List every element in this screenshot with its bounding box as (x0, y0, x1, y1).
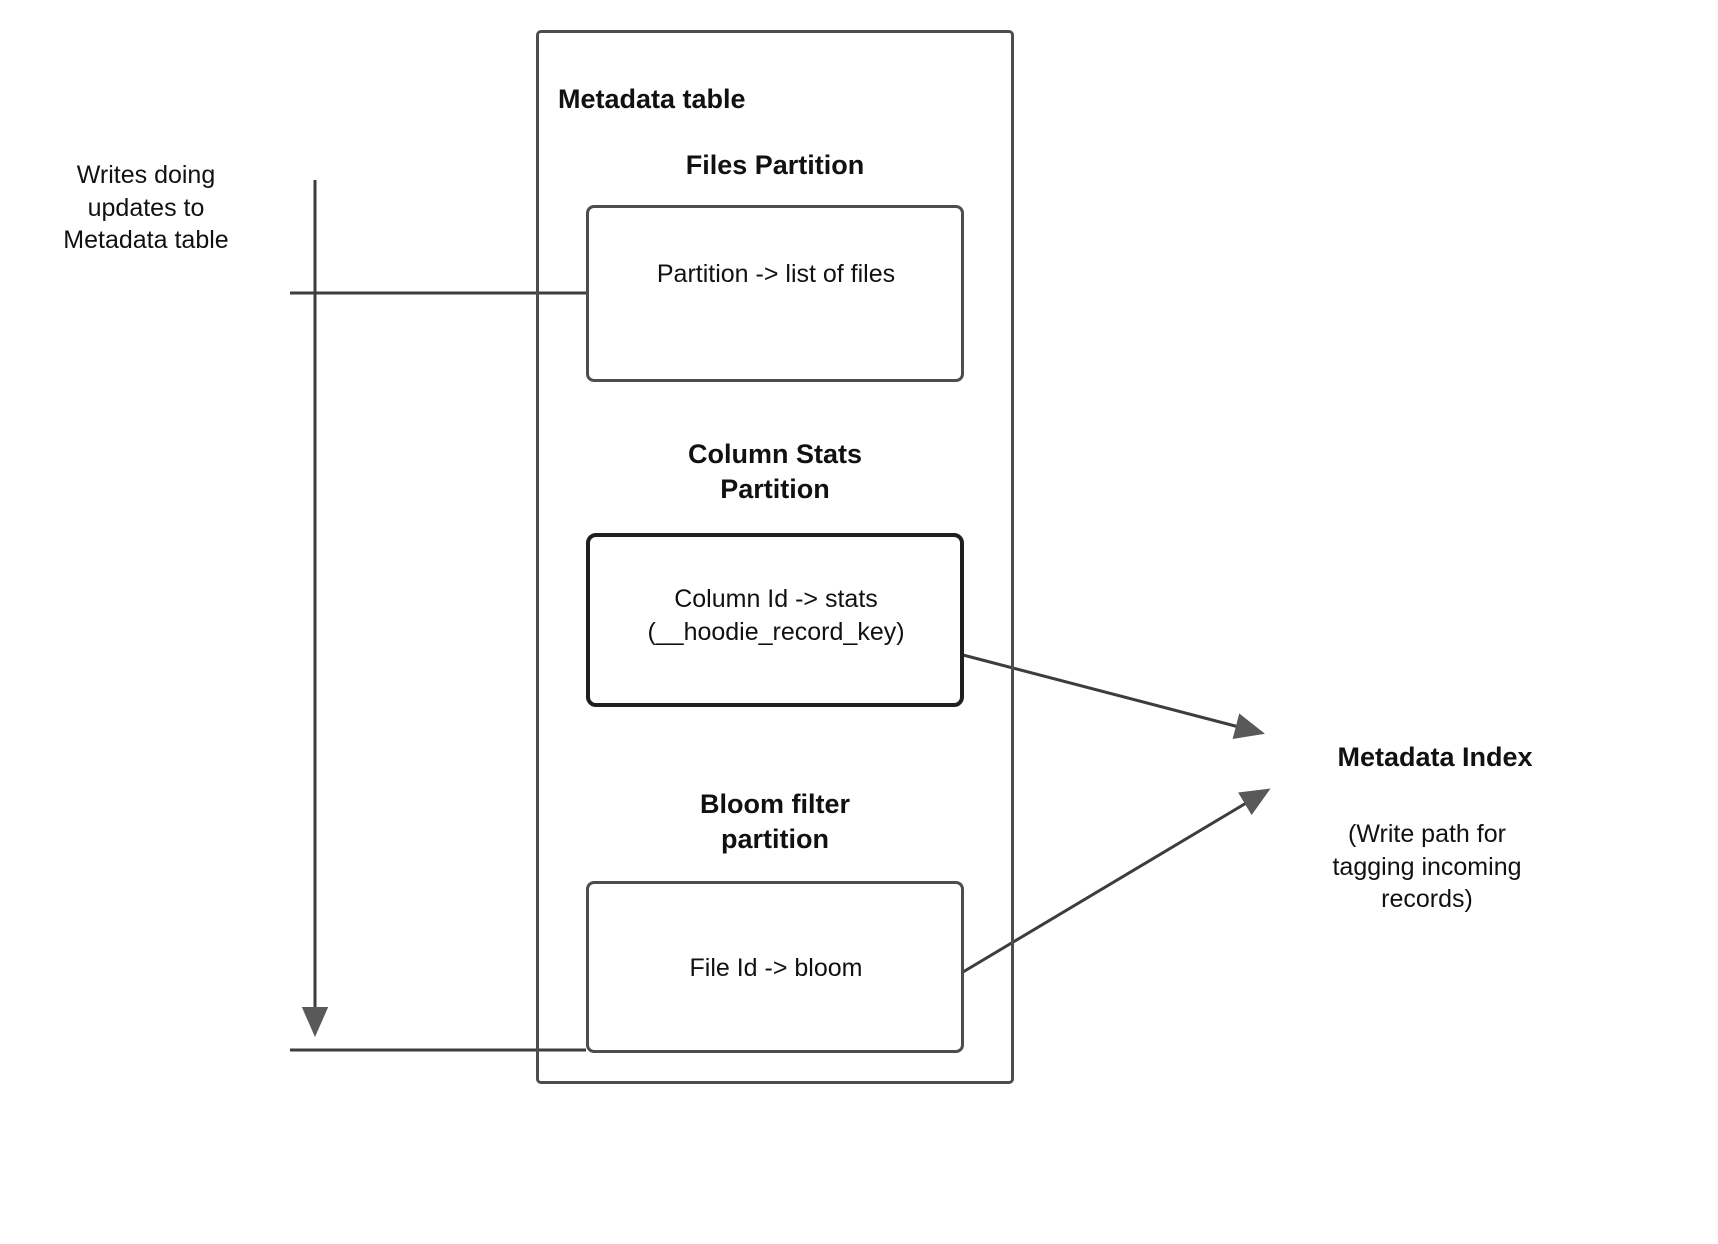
column-stats-partition-title: Column Stats Partition (687, 439, 862, 505)
bloom-filter-partition-title: Bloom filter partition (699, 789, 850, 855)
metadata-table-container (536, 30, 1014, 1084)
writes-annotation-text: Writes doing updates to Metadata table (63, 161, 229, 254)
files-partition-title: Files Partition (685, 150, 865, 180)
files-partition-label: Partition -> list of files (656, 260, 896, 288)
metadata-table-title: Metadata table (558, 84, 746, 114)
bloom-filter-partition-box (586, 881, 964, 1053)
bloom-filter-partition-label: File Id -> bloom (689, 954, 863, 982)
column-stats-partition-label: Column Id -> stats (__hoodie_record_key) (647, 585, 905, 646)
column-stats-partition-box (586, 533, 964, 707)
files-partition-box (586, 205, 964, 382)
metadata-index-note: (Write path for tagging incoming records… (1332, 820, 1522, 913)
metadata-index-title: Metadata Index (1337, 742, 1533, 772)
